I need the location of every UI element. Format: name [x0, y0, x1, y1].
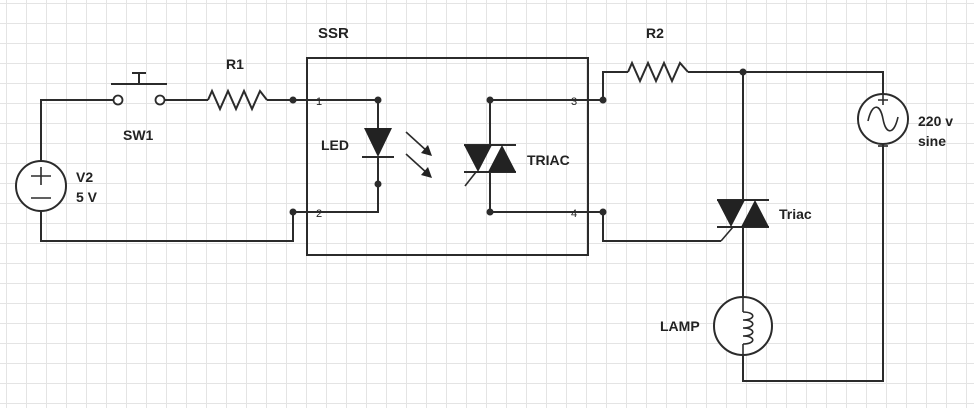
junction-dot — [374, 180, 382, 188]
pin-1-label: 1 — [316, 96, 322, 108]
junction-dot — [739, 68, 747, 76]
dc-source-v2 — [15, 160, 67, 212]
junction-dot — [486, 96, 494, 104]
v2-value-label: 5 V — [76, 189, 98, 205]
external-triac-symbol — [717, 199, 769, 242]
pin-2-label: 2 — [316, 208, 322, 220]
external-triac-label: Triac — [779, 206, 812, 222]
light-arrows — [405, 131, 432, 178]
lamp-label: LAMP — [660, 318, 700, 334]
resistor-r1 — [207, 88, 268, 112]
ssr-title: SSR — [318, 25, 349, 42]
r2-label: R2 — [646, 25, 664, 41]
internal-triac-symbol — [464, 144, 516, 187]
r1-label: R1 — [226, 56, 244, 72]
lamp-symbol — [713, 296, 773, 356]
junction-dot — [289, 208, 297, 216]
resistor-r2 — [627, 60, 689, 84]
load-loop-wires — [602, 71, 884, 382]
internal-triac-label: TRIAC — [527, 152, 570, 168]
sw1-label: SW1 — [123, 127, 154, 143]
junction-dot — [486, 208, 494, 216]
pin-3-label: 3 — [571, 96, 577, 108]
v2-name-label: V2 — [76, 169, 93, 185]
pushbutton-sw1 — [111, 72, 167, 106]
led-symbol — [362, 128, 394, 158]
ac-value-label: 220 v — [918, 113, 953, 129]
junction-dot — [289, 96, 297, 104]
junction-dot — [374, 96, 382, 104]
ac-type-label: sine — [918, 133, 946, 149]
ac-source — [857, 93, 909, 147]
led-label: LED — [321, 137, 349, 153]
ssr-box — [306, 57, 589, 256]
pin-4-label: 4 — [571, 208, 577, 220]
